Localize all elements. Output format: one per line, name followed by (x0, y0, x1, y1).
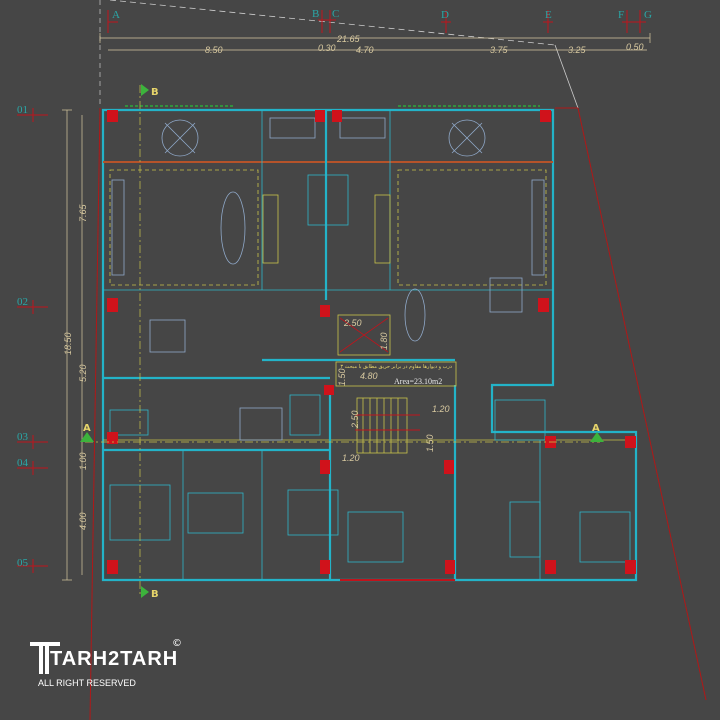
fire-resistance-note: درب و دیوارها مقاوم در برابر حریق مطابق … (340, 364, 452, 370)
structural-columns (107, 110, 636, 574)
section-b-bottom-label: B (151, 589, 159, 600)
exterior-walls (101, 108, 638, 582)
dim-left-2: 5.20 (78, 364, 88, 382)
section-markers (80, 84, 604, 598)
dim-total-height: 18.50 (63, 332, 73, 355)
shaft-height-label: 1.80 (379, 332, 389, 350)
dim-top-2: 0.30 (318, 43, 336, 53)
lobby-depth-label: 1.50 (337, 368, 347, 386)
section-a-left-label: A (83, 423, 91, 434)
landing-label-3: 1.50 (425, 434, 435, 452)
stair-core (335, 314, 457, 454)
landing-label-1: 1.20 (432, 404, 450, 414)
dim-top-6: 0.50 (626, 42, 644, 52)
dim-left-1: 7.65 (78, 203, 88, 222)
copyright-symbol: © (172, 638, 182, 649)
lobby-area-label: Area=23.10m2 (394, 377, 442, 386)
dim-top-5: 3.25 (568, 45, 587, 55)
grid-label-b: B (312, 8, 319, 20)
logo-name: TARH2TARH (50, 648, 179, 670)
section-b-top-label: B (151, 87, 159, 98)
grid-label-03: 03 (17, 431, 29, 443)
grid-label-05: 05 (17, 557, 29, 569)
shaft-width-label: 2.50 (343, 318, 362, 328)
dim-top-3: 4.70 (356, 45, 374, 55)
logo-subtitle: ALL RIGHT RESERVED (38, 678, 136, 688)
landing-label-2: 1.20 (342, 453, 360, 463)
grid-label-f: F (618, 9, 624, 21)
grid-label-04: 04 (17, 457, 29, 469)
grid-label-01: 01 (17, 104, 28, 116)
dim-left-3: 1.00 (78, 452, 88, 470)
grid-labels: A B C D E F G 01 02 03 04 05 (17, 8, 652, 569)
dim-top-1: 8.50 (205, 45, 223, 55)
grid-label-g: G (644, 9, 652, 21)
stair-length-label: 2.50 (350, 410, 360, 429)
top-dimensions (99, 33, 651, 51)
grid-label-e: E (545, 9, 552, 21)
grid-markers (17, 10, 646, 573)
grid-label-c: C (332, 8, 339, 20)
dim-left-4: 4.00 (78, 512, 88, 530)
pillar-logo-icon (30, 642, 60, 674)
section-a-right-label: A (592, 423, 600, 434)
site-boundary (89, 0, 707, 720)
lobby-width-label: 4.80 (360, 371, 378, 381)
grid-label-d: D (441, 9, 449, 21)
dim-top-4: 3.75 (490, 45, 509, 55)
left-dimensions (62, 109, 83, 581)
dim-total-width: 21.65 (336, 34, 361, 44)
grid-label-02: 02 (17, 296, 28, 308)
grid-label-a: A (112, 9, 120, 21)
